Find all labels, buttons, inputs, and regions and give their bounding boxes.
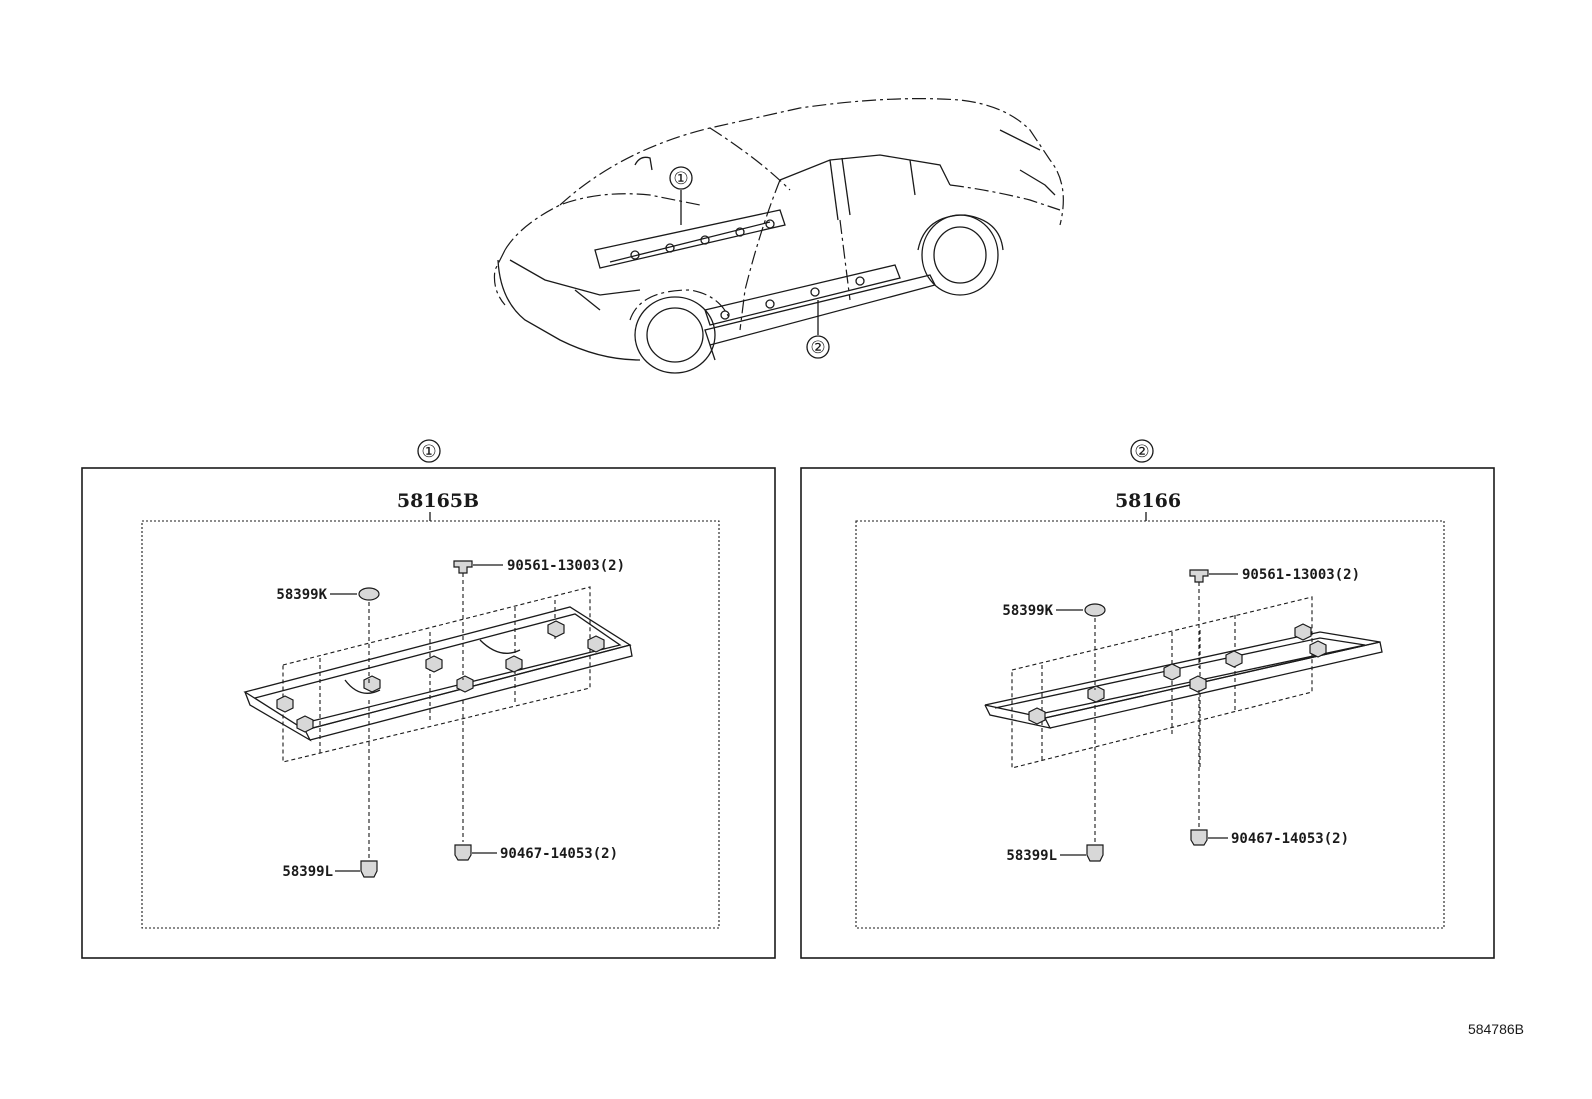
panel-2-sill-cover [984,596,1383,770]
panel-1-nut-icon [454,844,472,861]
panel-2-clip-k-label: 58399K [1002,603,1053,619]
panel-1-outer-box [81,467,776,959]
panel-2-screw-label: 90561-13003(2) [1242,567,1360,583]
panel-2-callout-label: ② [1134,442,1149,462]
vehicle-overview: ① ② [493,98,1064,374]
panel-1-callout [417,439,441,463]
vehicle-part2-clips [720,276,865,320]
panel-2: ② 58166 [800,439,1495,959]
panel-2-inner-box [855,520,1445,929]
panel-1-clip-k-icon [358,587,380,601]
panel-1-sill-cover [243,586,633,763]
panel-1-callout-label: ① [421,442,436,462]
panel-1: ① 58165B [81,439,776,959]
panel-2-clip-bosses [1028,623,1327,725]
panel-2-nut-icon [1190,829,1208,846]
panel-1-inner-box [141,520,720,929]
panel-1-clip-l-icon [360,860,378,878]
panel-1-nut-label: 90467-14053(2) [500,846,618,862]
panel-1-screw-label: 90561-13003(2) [507,558,625,574]
panel-2-clip-k-icon [1084,603,1106,617]
panel-2-main-part-number: 58166 [1115,490,1181,512]
panel-2-screw-icon [1189,569,1209,583]
panel-2-nut-label: 90467-14053(2) [1231,831,1349,847]
panel-1-clip-l-label: 58399L [282,864,333,880]
vehicle-callout-1 [669,166,693,190]
panel-2-clip-l-icon [1086,844,1104,862]
panel-2-outer-box [800,467,1495,959]
panel-2-clip-l-label: 58399L [1006,848,1057,864]
vehicle-part1-clips [630,219,775,260]
panel-1-clip-bosses [276,620,605,733]
diagram-code: 584786B [1468,1021,1524,1037]
panel-1-main-part-number: 58165B [397,490,479,512]
vehicle-callout-1-label: ① [673,169,688,189]
panel-1-clip-k-label: 58399K [276,587,327,603]
panel-2-callout [1130,439,1154,463]
panel-1-screw-icon [453,560,473,574]
vehicle-callout-2-label: ② [810,338,825,358]
vehicle-callout-2 [806,335,830,359]
